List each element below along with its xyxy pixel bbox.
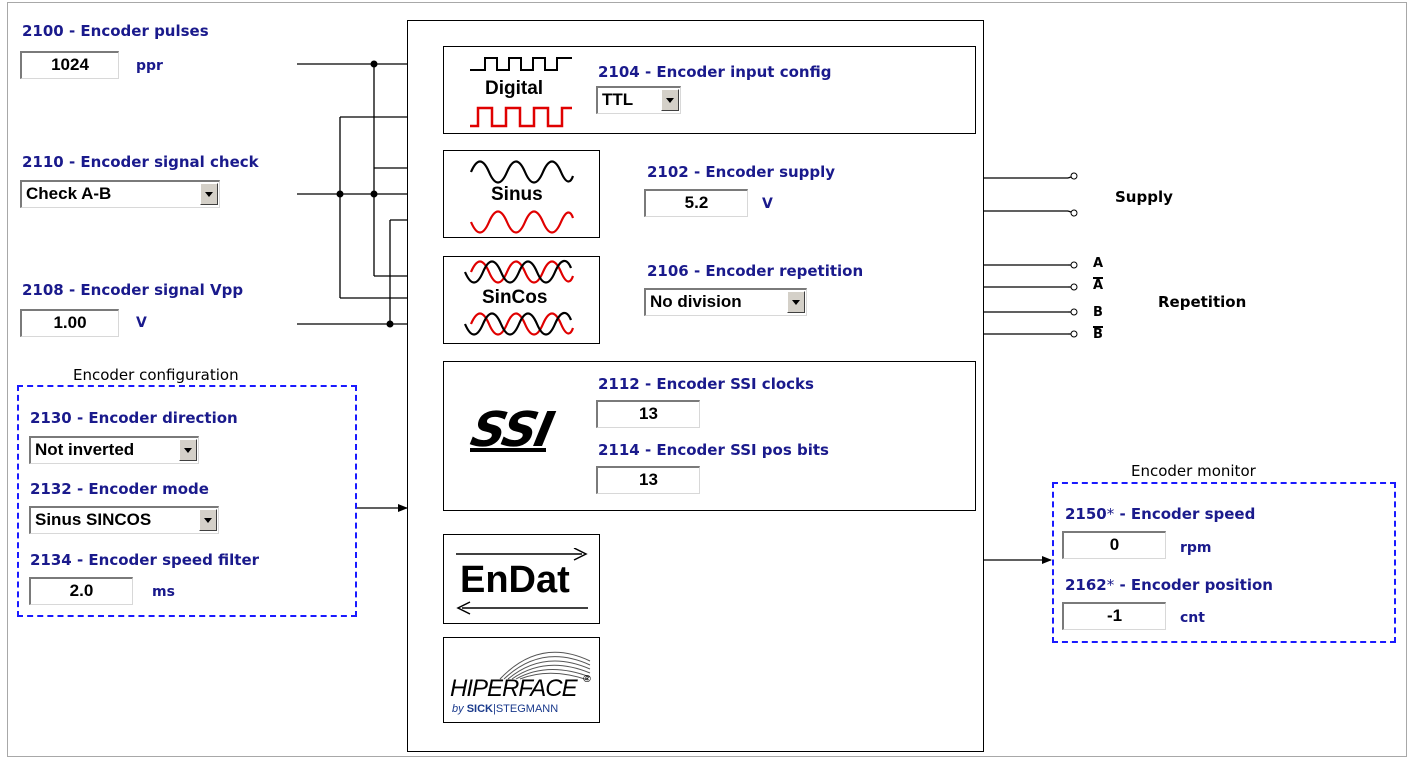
sincos-icon-text: SinCos xyxy=(482,287,548,308)
hiperface-byline: by SICK|STEGMANN xyxy=(452,703,559,715)
encoder-repetition-value: No division xyxy=(650,292,742,311)
ssi-panel xyxy=(443,361,976,511)
encoder-speed-label-id: 2150 xyxy=(1065,505,1107,523)
encoder-speed-readout: 0 xyxy=(1062,531,1166,559)
encoder-ssi-clocks-label: 2112 - Encoder SSI clocks xyxy=(598,375,814,393)
port-b-inverted-label: B xyxy=(1093,326,1103,342)
chevron-down-icon[interactable] xyxy=(661,89,679,111)
encoder-position-label-id: 2162 xyxy=(1065,576,1107,594)
supply-output-label: Supply xyxy=(1115,188,1173,206)
repetition-output-label: Repetition xyxy=(1158,293,1247,311)
encoder-speed-filter-unit: ms xyxy=(152,584,175,600)
encoder-speed-filter-input[interactable]: 2.0 xyxy=(29,577,133,605)
hiperface-by: by xyxy=(452,703,464,715)
encoder-input-config-select[interactable]: TTL xyxy=(596,86,681,114)
encoder-configuration-box xyxy=(17,385,357,617)
encoder-pulses-unit: ppr xyxy=(136,58,163,74)
encoder-supply-input[interactable]: 5.2 xyxy=(644,189,748,217)
hiperface-stegmann: STEGMANN xyxy=(495,703,559,715)
sincos-panel xyxy=(443,256,600,344)
encoder-pulses-input[interactable]: 1024 xyxy=(20,51,119,79)
endat-logo-text: EnDat xyxy=(460,559,570,601)
encoder-pulses-label: 2100 - Encoder pulses xyxy=(22,22,209,40)
ssi-logo: SSI xyxy=(466,402,570,458)
encoder-monitor-title: Encoder monitor xyxy=(1131,462,1256,480)
endat-panel xyxy=(443,534,600,624)
encoder-supply-unit: V xyxy=(762,196,773,212)
encoder-speed-label-text: - Encoder speed xyxy=(1114,505,1256,523)
endat-arrows-icon xyxy=(456,548,588,615)
encoder-direction-label: 2130 - Encoder direction xyxy=(30,409,238,427)
encoder-mode-select[interactable]: Sinus SINCOS xyxy=(29,506,219,534)
hiperface-sick: SICK xyxy=(466,703,493,715)
encoder-position-label-text: - Encoder position xyxy=(1114,576,1273,594)
chevron-down-icon[interactable] xyxy=(199,509,217,531)
encoder-position-readout: -1 xyxy=(1062,602,1166,630)
encoder-speed-unit: rpm xyxy=(1180,540,1212,556)
hiperface-registered-mark: ® xyxy=(582,674,592,685)
encoder-speed-filter-label: 2134 - Encoder speed filter xyxy=(30,551,260,569)
encoder-signal-check-value: Check A-B xyxy=(26,184,112,203)
encoder-ssi-clocks-input[interactable]: 13 xyxy=(596,400,700,428)
encoder-ssi-pos-bits-input[interactable]: 13 xyxy=(596,466,700,494)
sinus-icon-text: Sinus xyxy=(491,184,543,205)
encoder-speed-star: * xyxy=(1106,505,1115,523)
port-a-inverted-label: A xyxy=(1093,277,1104,293)
encoder-position-unit: cnt xyxy=(1180,610,1205,626)
encoder-position-star: * xyxy=(1106,576,1115,594)
encoder-direction-value: Not inverted xyxy=(35,440,135,459)
chevron-down-icon[interactable] xyxy=(787,291,805,313)
port-b-label: B xyxy=(1093,305,1103,320)
sincos-wave-icon xyxy=(463,259,575,336)
encoder-signal-vpp-input[interactable]: 1.00 xyxy=(20,309,119,337)
ssi-logo-underline xyxy=(470,448,546,452)
chevron-down-icon[interactable] xyxy=(200,183,218,205)
encoder-signal-check-select[interactable]: Check A-B xyxy=(20,180,220,208)
encoder-direction-select[interactable]: Not inverted xyxy=(29,436,199,464)
encoder-signal-check-label: 2110 - Encoder signal check xyxy=(22,153,259,171)
encoder-supply-label: 2102 - Encoder supply xyxy=(647,163,836,181)
encoder-repetition-label: 2106 - Encoder repetition xyxy=(647,262,864,280)
sinus-wave-icon xyxy=(469,160,575,234)
hiperface-panel xyxy=(443,637,600,723)
hiperface-arcs-icon xyxy=(499,651,591,681)
encoder-mode-value: Sinus SINCOS xyxy=(35,510,152,529)
chevron-down-icon[interactable] xyxy=(179,439,197,461)
encoder-position-label: 2162* - Encoder position xyxy=(1065,576,1273,594)
encoder-signal-vpp-label: 2108 - Encoder signal Vpp xyxy=(22,281,244,299)
digital-panel xyxy=(443,46,976,134)
encoder-ssi-pos-bits-label: 2114 - Encoder SSI pos bits xyxy=(598,441,829,459)
encoder-speed-label: 2150* - Encoder speed xyxy=(1065,505,1255,523)
encoder-monitor-box xyxy=(1052,482,1396,643)
encoder-input-config-label: 2104 - Encoder input config xyxy=(598,63,832,81)
hiperface-logo-text: HIPERFACE xyxy=(450,675,578,702)
digital-icon-text: Digital xyxy=(485,78,544,99)
encoder-mode-label: 2132 - Encoder mode xyxy=(30,480,209,498)
encoder-signal-vpp-unit: V xyxy=(136,315,147,331)
digital-square-wave-icon xyxy=(470,57,572,128)
endat-logo: EnDat xyxy=(452,548,592,616)
encoder-input-config-value: TTL xyxy=(602,90,634,109)
diagram-frame xyxy=(7,2,1407,757)
encoder-repetition-select[interactable]: No division xyxy=(644,288,807,316)
port-a-label: A xyxy=(1093,256,1104,271)
encoder-configuration-title: Encoder configuration xyxy=(73,366,239,384)
